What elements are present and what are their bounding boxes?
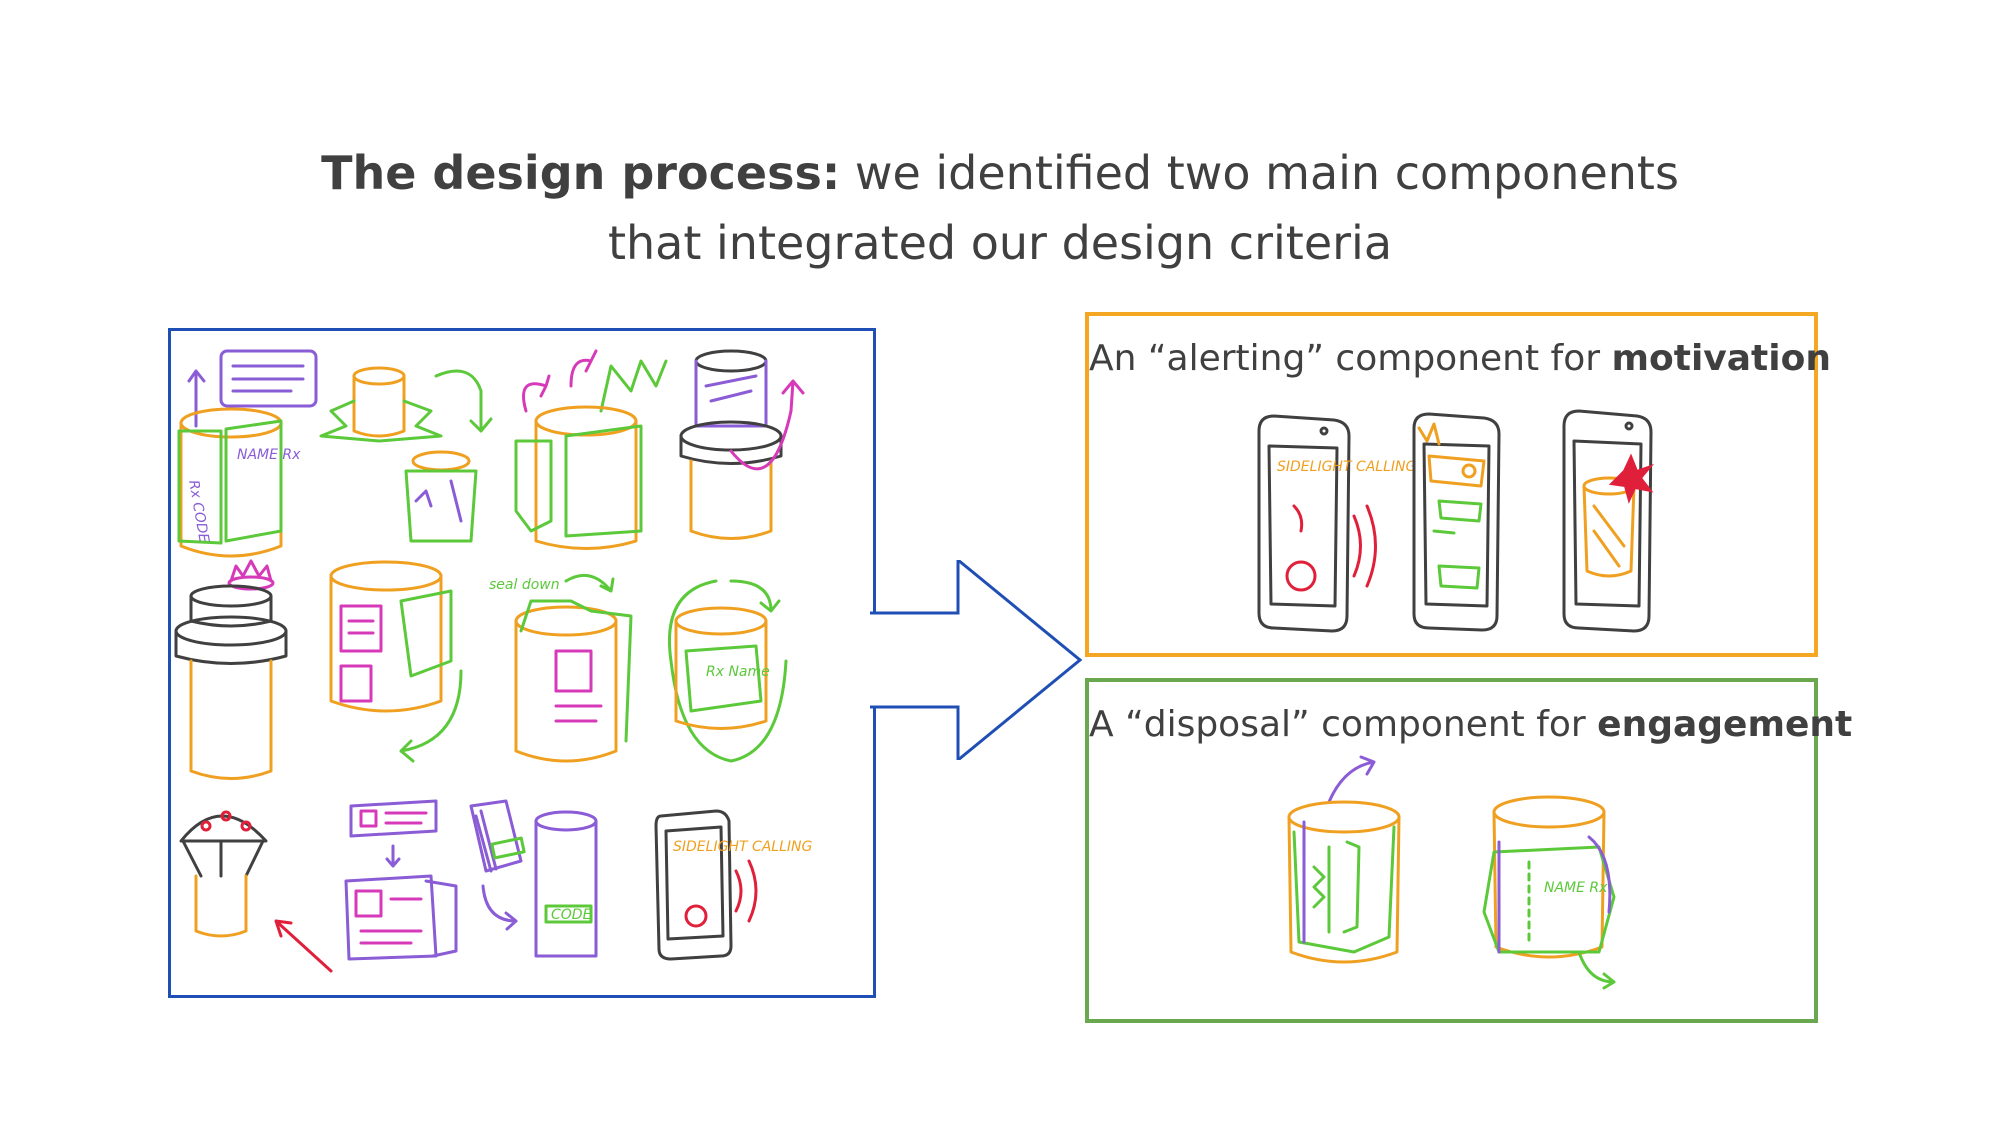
phone-sketch-notifications [1412,412,1501,632]
label-seal-down: seal down [489,577,560,593]
label-code: CODE [551,907,592,923]
label-rx-name: Rx Name [706,664,770,680]
sketch-label-bottle [329,560,463,763]
disposal-heading-bold: engagement [1597,704,1853,745]
sketch-collage-panel: Rx CODE NAME Rx [168,328,876,998]
title-line-1-rest: we identified two main components [840,146,1679,200]
sketch-rx-bottle: Rx Name [668,579,788,763]
title-bold: The design process: [321,146,841,200]
bottle-sketch-wrap: NAME Rx [1482,795,1616,990]
alerting-heading: An “alerting” component for motivation [1089,338,1831,379]
title-line-1: The design process: we identified two ma… [0,138,2000,208]
sketch-card-flow [344,799,458,961]
disposal-heading: A “disposal” component for engagement [1089,704,1852,745]
sketch-unfolded-box [319,366,493,543]
slide-title: The design process: we identified two ma… [0,138,2000,278]
disposal-heading-text: A “disposal” component for [1089,704,1598,745]
sketch-phone: SIDELIGHT CALLING [654,809,813,961]
disposal-sketches: NAME Rx [1287,755,1616,990]
sketch-code-bottle: CODE [469,799,598,958]
right-arrow-icon [870,560,1083,760]
alerting-component-panel: An “alerting” component for motivation S… [1085,312,1831,657]
sketch-seal-bottle: seal down [489,573,633,763]
disposal-component-panel: A “disposal” component for engagement NA… [1085,678,1852,1023]
title-line-2: that integrated our design criteria [607,216,1393,270]
sketch-cap-bottle [679,349,805,540]
label-sidelight-calling: SIDELIGHT CALLING [673,839,813,855]
sketch-bottle-label: Rx CODE NAME Rx [177,349,318,558]
alerting-heading-bold: motivation [1611,338,1831,379]
label-rx-code: Rx CODE [185,479,212,544]
sketch-parachute-bottle [179,810,333,973]
alert-label-sidelight: SIDELIGHT CALLING [1277,459,1417,475]
label-name-rx: NAME Rx [237,447,301,463]
sketch-wrap-bottle [514,349,668,550]
alerting-heading-text: An “alerting” component for [1089,338,1612,379]
phone-sketch-calling: SIDELIGHT CALLING [1257,414,1417,633]
bottle-sketch-peel [1287,755,1401,964]
sketch-collage: Rx CODE NAME Rx [174,349,813,973]
sketch-lid-bottle [174,559,288,780]
alerting-sketches: SIDELIGHT CALLING [1257,409,1655,633]
disposal-label-name-rx: NAME Rx [1544,880,1608,896]
phone-sketch-alert-bottle [1562,409,1655,633]
